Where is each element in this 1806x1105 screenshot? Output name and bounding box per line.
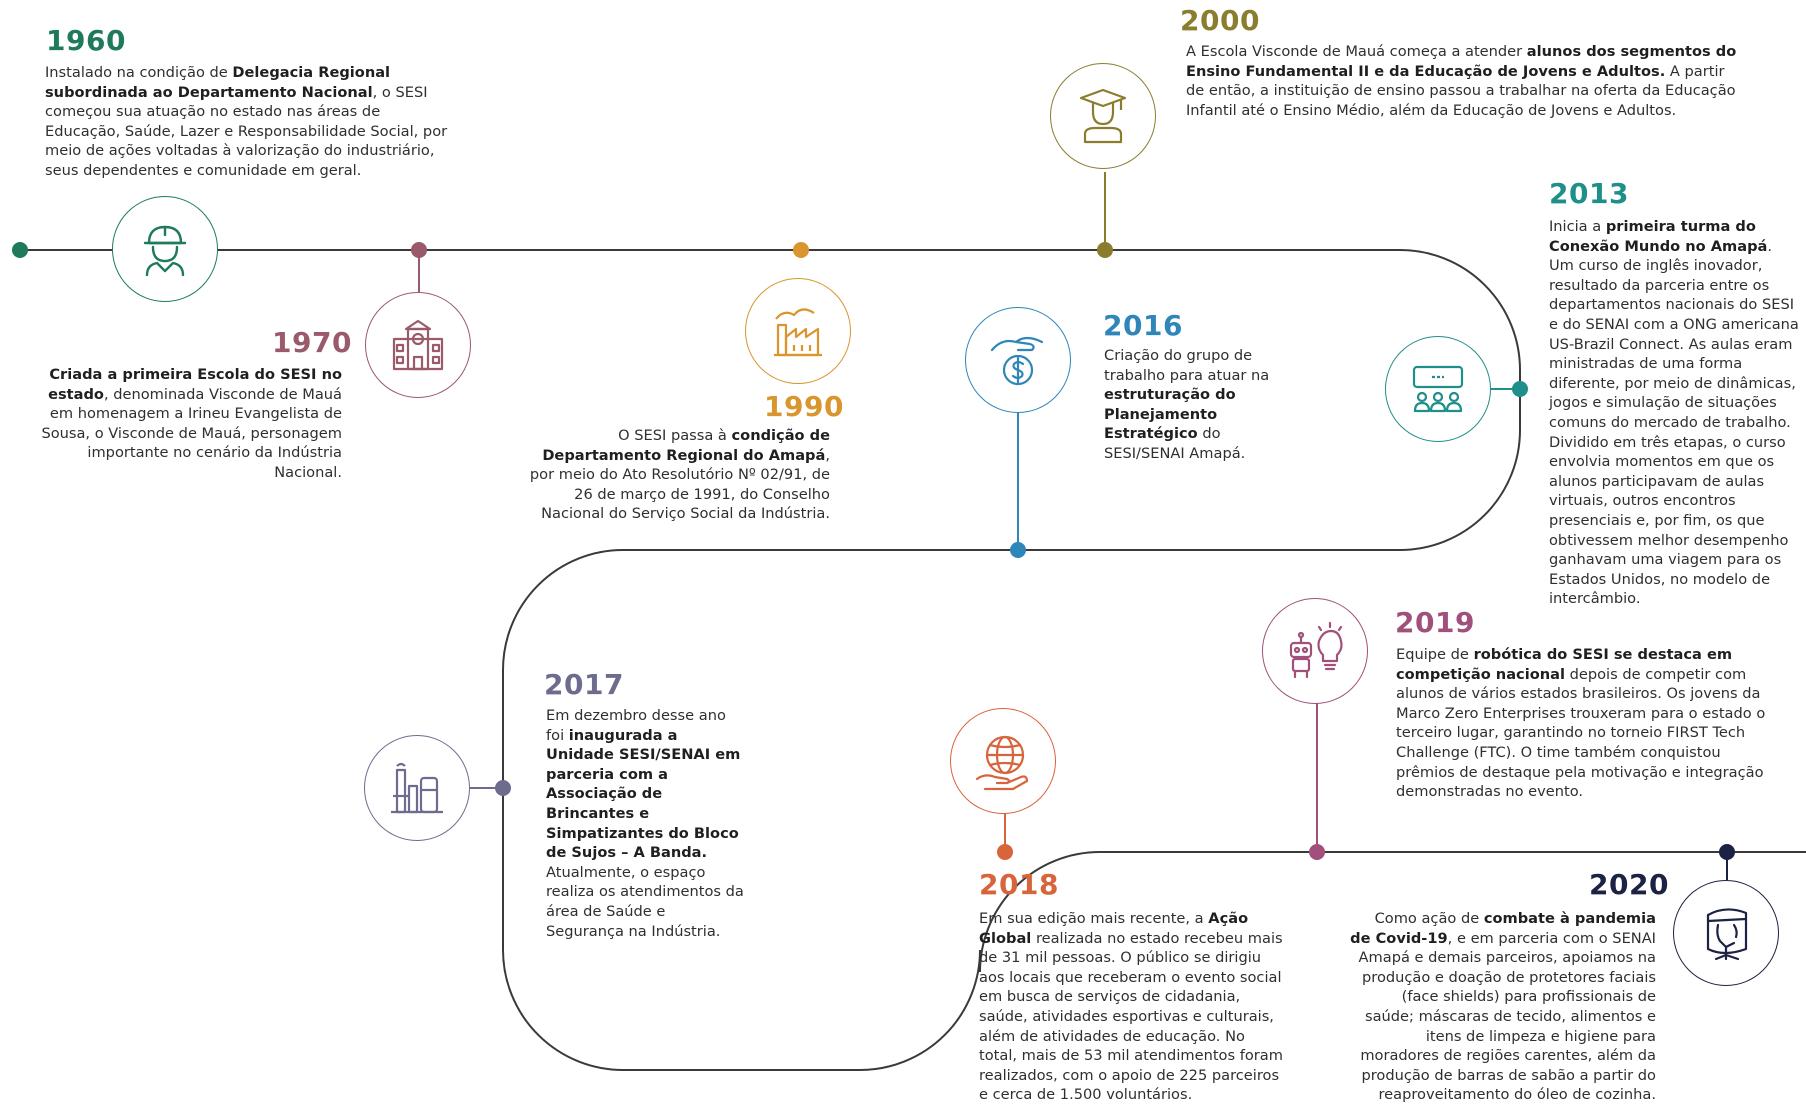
year-2000: 2000 bbox=[1180, 4, 1260, 37]
event-text-run: O SESI passa à bbox=[618, 427, 732, 444]
event-2019-text: Equipe de robótica do SESI se destaca em… bbox=[1396, 645, 1776, 802]
industrial-plant-icon bbox=[364, 735, 470, 841]
dot-2018 bbox=[997, 844, 1013, 860]
event-text-run: primeira turma do Conexão Mundo no Amapá bbox=[1549, 218, 1768, 255]
event-2020-text: Como ação de combate à pandemia de Covid… bbox=[1350, 909, 1656, 1105]
event-text-run: A partir de então, a instituição de ensi… bbox=[1186, 62, 1736, 119]
event-text-run: robótica do SESI se destaca em competiçã… bbox=[1396, 646, 1733, 683]
event-text-run: Criação do grupo de trabalho para atuar … bbox=[1104, 347, 1270, 384]
event-text-run: Delegacia Regional subordinada ao Depart… bbox=[45, 64, 391, 101]
event-text-run: alunos dos segmentos do Ensino Fundament… bbox=[1186, 43, 1737, 80]
dot-1970 bbox=[411, 242, 427, 258]
year-2013: 2013 bbox=[1549, 177, 1629, 210]
event-text-run: Como ação de bbox=[1374, 910, 1484, 927]
event-2000-text: A Escola Visconde de Mauá começa a atend… bbox=[1186, 42, 1746, 120]
year-2019: 2019 bbox=[1395, 606, 1475, 639]
event-text-run: Inicia a bbox=[1549, 218, 1606, 235]
event-text-run: A Escola Visconde de Mauá começa a atend… bbox=[1186, 43, 1527, 60]
hand-money-icon bbox=[965, 307, 1071, 413]
event-text-run: Equipe de bbox=[1396, 646, 1474, 663]
event-text-run: Criada a primeira Escola do SESI no esta… bbox=[48, 366, 342, 403]
event-text-run: Ação Global bbox=[979, 910, 1249, 947]
year-2016: 2016 bbox=[1103, 309, 1183, 342]
factory-icon bbox=[745, 278, 851, 384]
event-text-run: inaugurada a Unidade SESI/SENAI em parce… bbox=[546, 726, 741, 862]
dot-start bbox=[12, 242, 28, 258]
event-text-run: realizada no estado recebeu mais de 31 m… bbox=[979, 929, 1283, 1104]
event-text-run: , por meio do Ato Resolutório Nº 02/91, … bbox=[529, 446, 830, 523]
event-text-run: . Um curso de inglês inovador, resultado… bbox=[1549, 237, 1799, 608]
event-text-run: Em dezembro desse ano foi bbox=[546, 707, 726, 744]
event-text-run: , denominada Visconde de Mauá em homenag… bbox=[41, 385, 342, 481]
event-text-run: condição de Departamento Regional do Ama… bbox=[542, 427, 830, 464]
event-text-run: Instalado na condição de bbox=[45, 64, 233, 81]
year-1960: 1960 bbox=[46, 24, 126, 57]
face-shield-icon bbox=[1673, 880, 1779, 986]
event-text-run: do SESI/SENAI Amapá. bbox=[1104, 425, 1246, 462]
event-1990-text: O SESI passa à condição de Departamento … bbox=[520, 426, 830, 524]
graduate-icon bbox=[1050, 63, 1156, 169]
year-2018: 2018 bbox=[979, 868, 1059, 901]
dot-2000 bbox=[1097, 242, 1113, 258]
year-1970: 1970 bbox=[272, 326, 352, 359]
event-2016-text: Criação do grupo de trabalho para atuar … bbox=[1104, 346, 1274, 464]
year-2017: 2017 bbox=[544, 668, 624, 701]
event-text-run: , o SESI começou sua atuação no estado n… bbox=[45, 83, 448, 179]
event-2017-text: Em dezembro desse ano foi inaugurada a U… bbox=[546, 706, 746, 941]
event-text-run: Em sua edição mais recente, a bbox=[979, 910, 1209, 927]
event-1960-text: Instalado na condição de Delegacia Regio… bbox=[45, 63, 450, 181]
dot-2020 bbox=[1719, 844, 1735, 860]
online-class-icon bbox=[1385, 336, 1491, 442]
globe-hand-icon bbox=[950, 708, 1056, 814]
school-building-icon bbox=[365, 292, 471, 398]
event-2018-text: Em sua edição mais recente, a Ação Globa… bbox=[979, 909, 1285, 1105]
event-2013-text: Inicia a primeira turma do Conexão Mundo… bbox=[1549, 217, 1799, 609]
year-2020: 2020 bbox=[1589, 868, 1669, 901]
event-text-run: , e em parceria com o SENAI Amapá e dema… bbox=[1358, 929, 1656, 1104]
year-1990: 1990 bbox=[764, 390, 844, 423]
event-text-run: combate à pandemia de Covid-19 bbox=[1350, 910, 1656, 947]
robot-lightbulb-icon bbox=[1262, 598, 1368, 704]
dot-2019 bbox=[1309, 844, 1325, 860]
event-text-run: Atualmente, o espaço realiza os atendime… bbox=[546, 863, 744, 940]
dot-1990 bbox=[793, 242, 809, 258]
event-text-run: depois de competir com alunos de vários … bbox=[1396, 665, 1766, 801]
dot-2016 bbox=[1010, 542, 1026, 558]
worker-helmet-icon bbox=[112, 196, 218, 302]
event-text-run: estruturação do Planejamento Estratégico bbox=[1104, 386, 1236, 443]
event-1970-text: Criada a primeira Escola do SESI no esta… bbox=[40, 365, 342, 483]
